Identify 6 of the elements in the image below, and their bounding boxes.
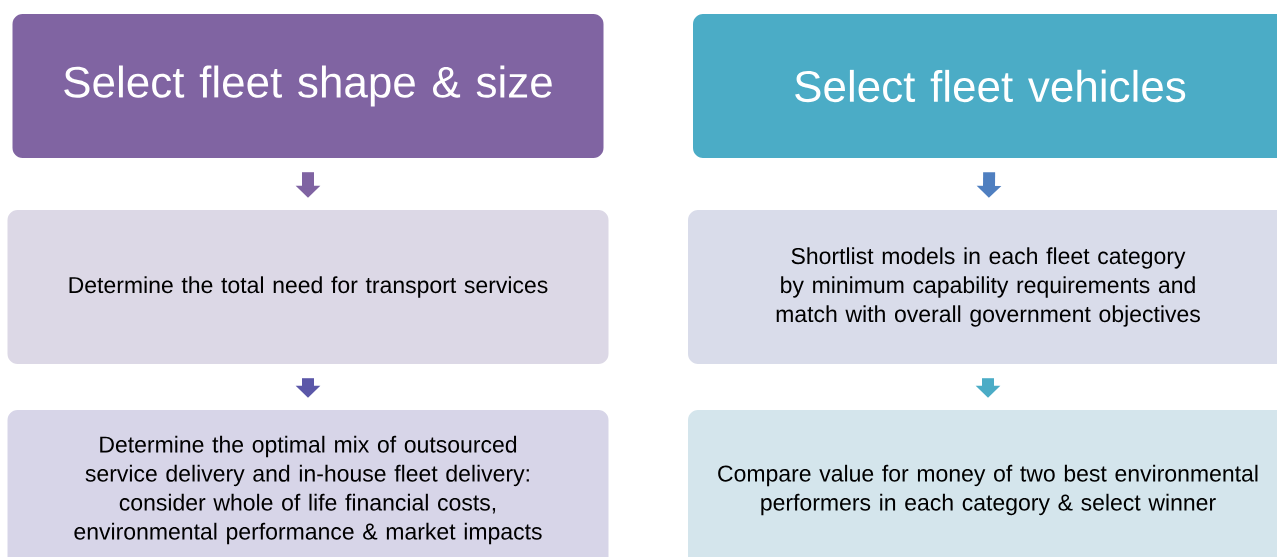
- heading-box: Select fleet vehicles: [693, 14, 1277, 158]
- step-box: Compare value for money of two best environmental performers in each category & select winner: [688, 410, 1277, 557]
- step-box: Determine the total need for transport services: [7, 210, 609, 364]
- heading-box: Select fleet shape & size: [12, 14, 604, 158]
- step-box: Determine the optimal mix of outsourced service delivery and in-house fleet delivery: consider whole of life financial costs, environmental performance & market impacts: [7, 410, 609, 557]
- step-box: Shortlist models in each fleet category by minimum capability requirements and match with overall government objectives: [688, 210, 1277, 364]
